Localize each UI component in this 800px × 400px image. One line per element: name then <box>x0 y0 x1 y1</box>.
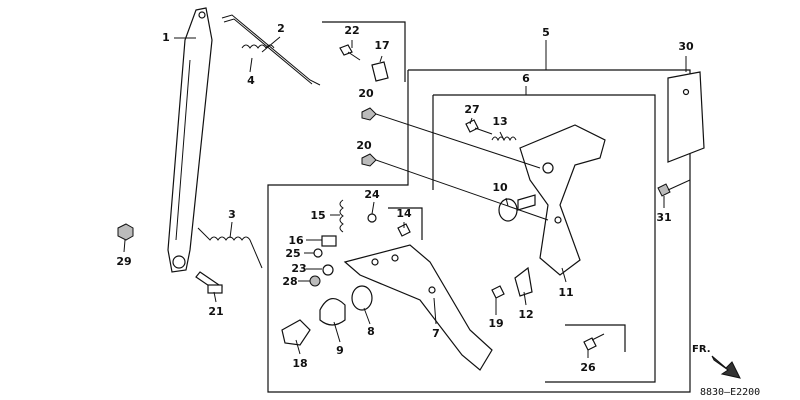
bolt-22-part <box>339 44 361 61</box>
bolt-31-part <box>657 183 671 197</box>
callout-14: 14 <box>396 207 412 220</box>
callout-21: 21 <box>208 305 223 318</box>
bolt-box-14 <box>388 207 423 240</box>
bolt-box-17-22 <box>322 21 406 82</box>
callout-27: 27 <box>464 103 479 116</box>
front-marker-label: FR. <box>692 344 711 355</box>
callout-31: 31 <box>656 211 671 224</box>
bushing-9-part <box>319 298 346 326</box>
control-arm-part <box>167 7 213 273</box>
clip-24-part <box>367 213 377 223</box>
callout-17: 17 <box>374 39 389 52</box>
front-direction-arrow: FR. <box>692 344 741 379</box>
spring-15-part <box>339 199 344 233</box>
assembly-frame-6 <box>432 94 656 383</box>
callout-19: 19 <box>488 317 503 330</box>
washer-10-part <box>498 198 518 222</box>
callout-11: 11 <box>558 286 573 299</box>
callout-30: 30 <box>678 40 694 53</box>
assembly-frame-5 <box>267 69 691 393</box>
washer-25-part <box>313 248 323 258</box>
callout-5: 5 <box>542 26 550 39</box>
spacer-17-part <box>371 61 389 82</box>
callout-29: 29 <box>116 255 131 268</box>
bolt-19-part <box>491 285 505 299</box>
callout-7: 7 <box>432 327 440 340</box>
bolt-26-part <box>583 333 605 351</box>
callout-20-upper: 20 <box>358 87 374 100</box>
callout-1: 1 <box>162 31 170 44</box>
bolt-14-part <box>397 223 411 237</box>
callout-10: 10 <box>492 181 508 194</box>
callout-4: 4 <box>247 74 255 87</box>
collar-16-part <box>321 235 337 247</box>
clamp-12-part <box>514 266 533 297</box>
bolt-21-part <box>195 271 223 294</box>
bolt-box-26 <box>565 324 626 352</box>
nut-28-part <box>309 275 321 287</box>
nut-29-part <box>117 223 134 241</box>
shaft-10-part <box>517 194 536 211</box>
callout-6: 6 <box>522 72 530 85</box>
callout-15: 15 <box>310 209 325 222</box>
callout-9: 9 <box>336 344 344 357</box>
linkage-rod-part <box>221 14 321 86</box>
callout-28: 28 <box>282 275 297 288</box>
callout-13: 13 <box>492 115 507 128</box>
callout-18: 18 <box>292 357 307 370</box>
spring-4-part <box>241 44 275 49</box>
bolt-27-part <box>465 119 493 135</box>
callout-2: 2 <box>277 22 285 35</box>
callout-16: 16 <box>288 234 304 247</box>
bolt-20-lower-part <box>361 153 377 167</box>
pedal-lever-part <box>343 244 493 371</box>
callout-25: 25 <box>285 247 300 260</box>
wing-nut-18-part <box>281 319 311 346</box>
callout-26: 26 <box>580 361 596 374</box>
washer-8-part <box>351 285 373 311</box>
plate-30-part <box>667 71 705 163</box>
diagram-code: 8830–E2200 <box>700 387 760 398</box>
bracket-11-part <box>519 124 606 276</box>
callout-23: 23 <box>291 262 306 275</box>
callout-3: 3 <box>228 208 236 221</box>
callout-20-lower: 20 <box>356 139 372 152</box>
washer-23-part <box>322 264 334 276</box>
callout-24: 24 <box>364 188 380 201</box>
callout-8: 8 <box>367 325 375 338</box>
bolt-20-upper-part <box>361 107 377 121</box>
callout-12: 12 <box>518 308 533 321</box>
callout-22: 22 <box>344 24 359 37</box>
leader-lines <box>123 36 691 358</box>
